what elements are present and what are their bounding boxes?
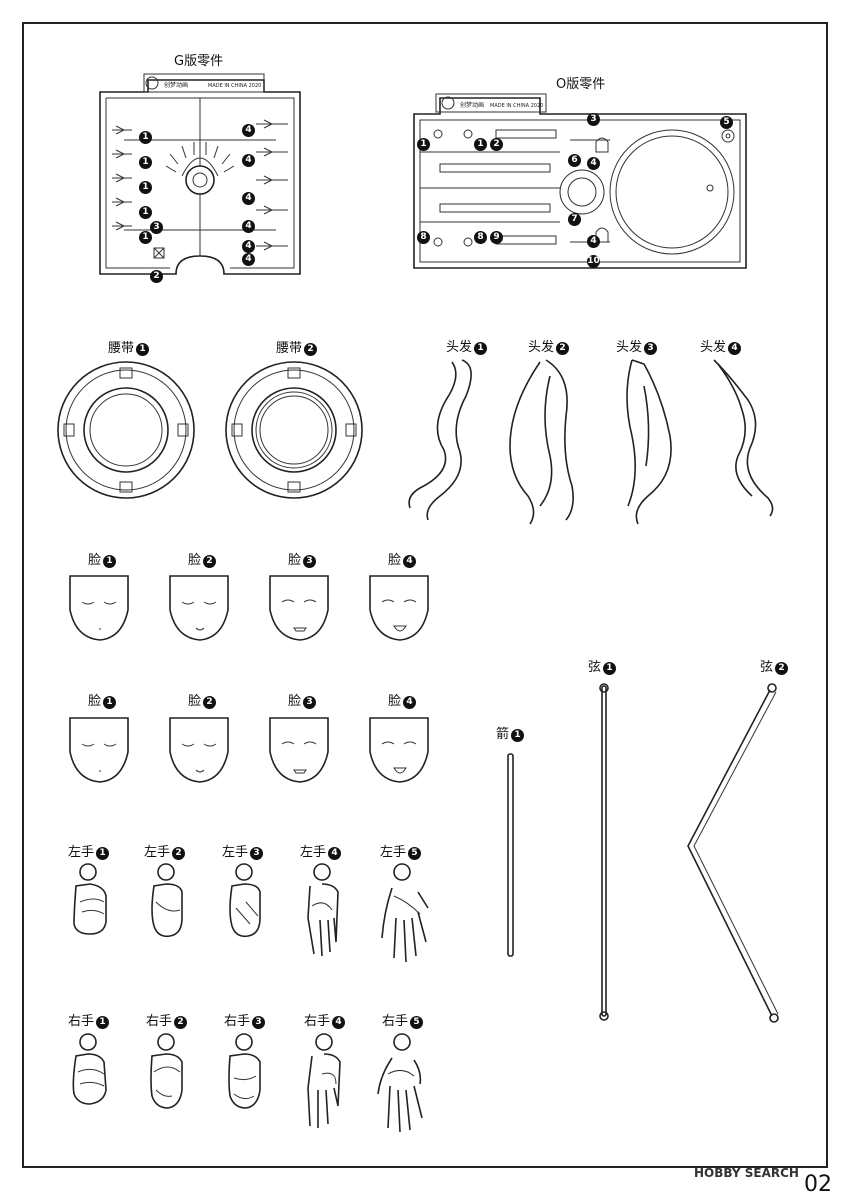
page-frame <box>22 22 828 1168</box>
face-r1-1 <box>69 575 129 641</box>
right-hands-drawing <box>72 1033 423 1133</box>
face-r2-4 <box>369 717 429 783</box>
hair-3 <box>626 359 672 525</box>
g-num-4b: 4 <box>242 154 255 167</box>
g-num-4c: 4 <box>242 192 255 205</box>
arrow-part <box>507 753 514 957</box>
right-hand-1 <box>72 1033 107 1105</box>
belt-2-drawing <box>225 361 363 499</box>
g-num-4a: 4 <box>242 124 255 137</box>
face-r2-1 <box>69 717 129 783</box>
g-num-1c: 1 <box>139 181 152 194</box>
faces-row1-drawing <box>69 575 429 641</box>
belt-1-drawing <box>57 361 195 499</box>
o-num-4b: 4 <box>587 235 600 248</box>
hair-2 <box>509 359 574 525</box>
faces-row2-drawing <box>69 717 429 783</box>
left-hand-1 <box>73 863 107 935</box>
g-sprue-drawing: 创梦动画 MADE IN CHINA 2020 <box>99 73 301 275</box>
left-hands-drawing <box>73 863 429 963</box>
o-stamp-text: MADE IN CHINA 2020 <box>490 103 543 109</box>
hair-1 <box>408 359 472 521</box>
o-num-2: 2 <box>490 138 503 151</box>
g-brand-text: 创梦动画 <box>164 81 188 89</box>
face-r1-4 <box>369 575 429 641</box>
o-sprue-title: O版零件 <box>556 77 606 92</box>
g-num-1d: 1 <box>139 206 152 219</box>
g-num-4f: 4 <box>242 240 255 253</box>
left-hand-4 <box>307 863 339 957</box>
face-r1-3 <box>269 575 329 641</box>
o-num-8a: 8 <box>417 231 430 244</box>
right-hand-3 <box>228 1033 261 1109</box>
o-num-5: 5 <box>720 116 733 129</box>
right-hand-4 <box>307 1033 341 1128</box>
hair-drawings <box>408 359 774 525</box>
g-num-2: 2 <box>150 270 163 283</box>
face-r1-2 <box>169 575 229 641</box>
o-num-6: 6 <box>568 154 581 167</box>
g-num-1e: 1 <box>139 231 152 244</box>
right-hand-5 <box>377 1033 423 1133</box>
o-brand-text: 创梦动画 <box>460 101 484 109</box>
hair-4 <box>713 359 774 517</box>
o-num-1b: 1 <box>474 138 487 151</box>
face-r2-3 <box>269 717 329 783</box>
g-sprue-title: G版零件 <box>174 54 224 69</box>
o-num-7: 7 <box>568 213 581 226</box>
page-number: 02 <box>804 1172 832 1197</box>
string-2-part <box>687 683 779 1023</box>
o-num-8b: 8 <box>474 231 487 244</box>
left-hand-2 <box>151 863 183 938</box>
hobby-search-watermark: HOBBY SEARCH <box>694 1166 799 1180</box>
left-hand-3 <box>229 863 261 938</box>
arrow-string-drawing <box>507 683 779 1023</box>
o-num-9: 9 <box>490 231 503 244</box>
face-r2-2 <box>169 717 229 783</box>
o-sprue-drawing: 创梦动画 MADE IN CHINA 2020 <box>413 93 747 269</box>
left-hand-5 <box>381 863 429 963</box>
o-num-1a: 1 <box>417 138 430 151</box>
o-num-10: 10 <box>587 255 600 268</box>
g-num-3: 3 <box>150 221 163 234</box>
right-hand-2 <box>150 1033 183 1109</box>
g-num-1a: 1 <box>139 131 152 144</box>
o-num-3: 3 <box>587 113 600 126</box>
g-stamp-text: MADE IN CHINA 2020 <box>208 83 261 89</box>
g-num-1b: 1 <box>139 156 152 169</box>
o-num-4a: 4 <box>587 157 600 170</box>
string-1-part <box>599 683 609 1021</box>
g-num-4d: 4 <box>242 220 255 233</box>
g-num-4e: 4 <box>242 253 255 266</box>
